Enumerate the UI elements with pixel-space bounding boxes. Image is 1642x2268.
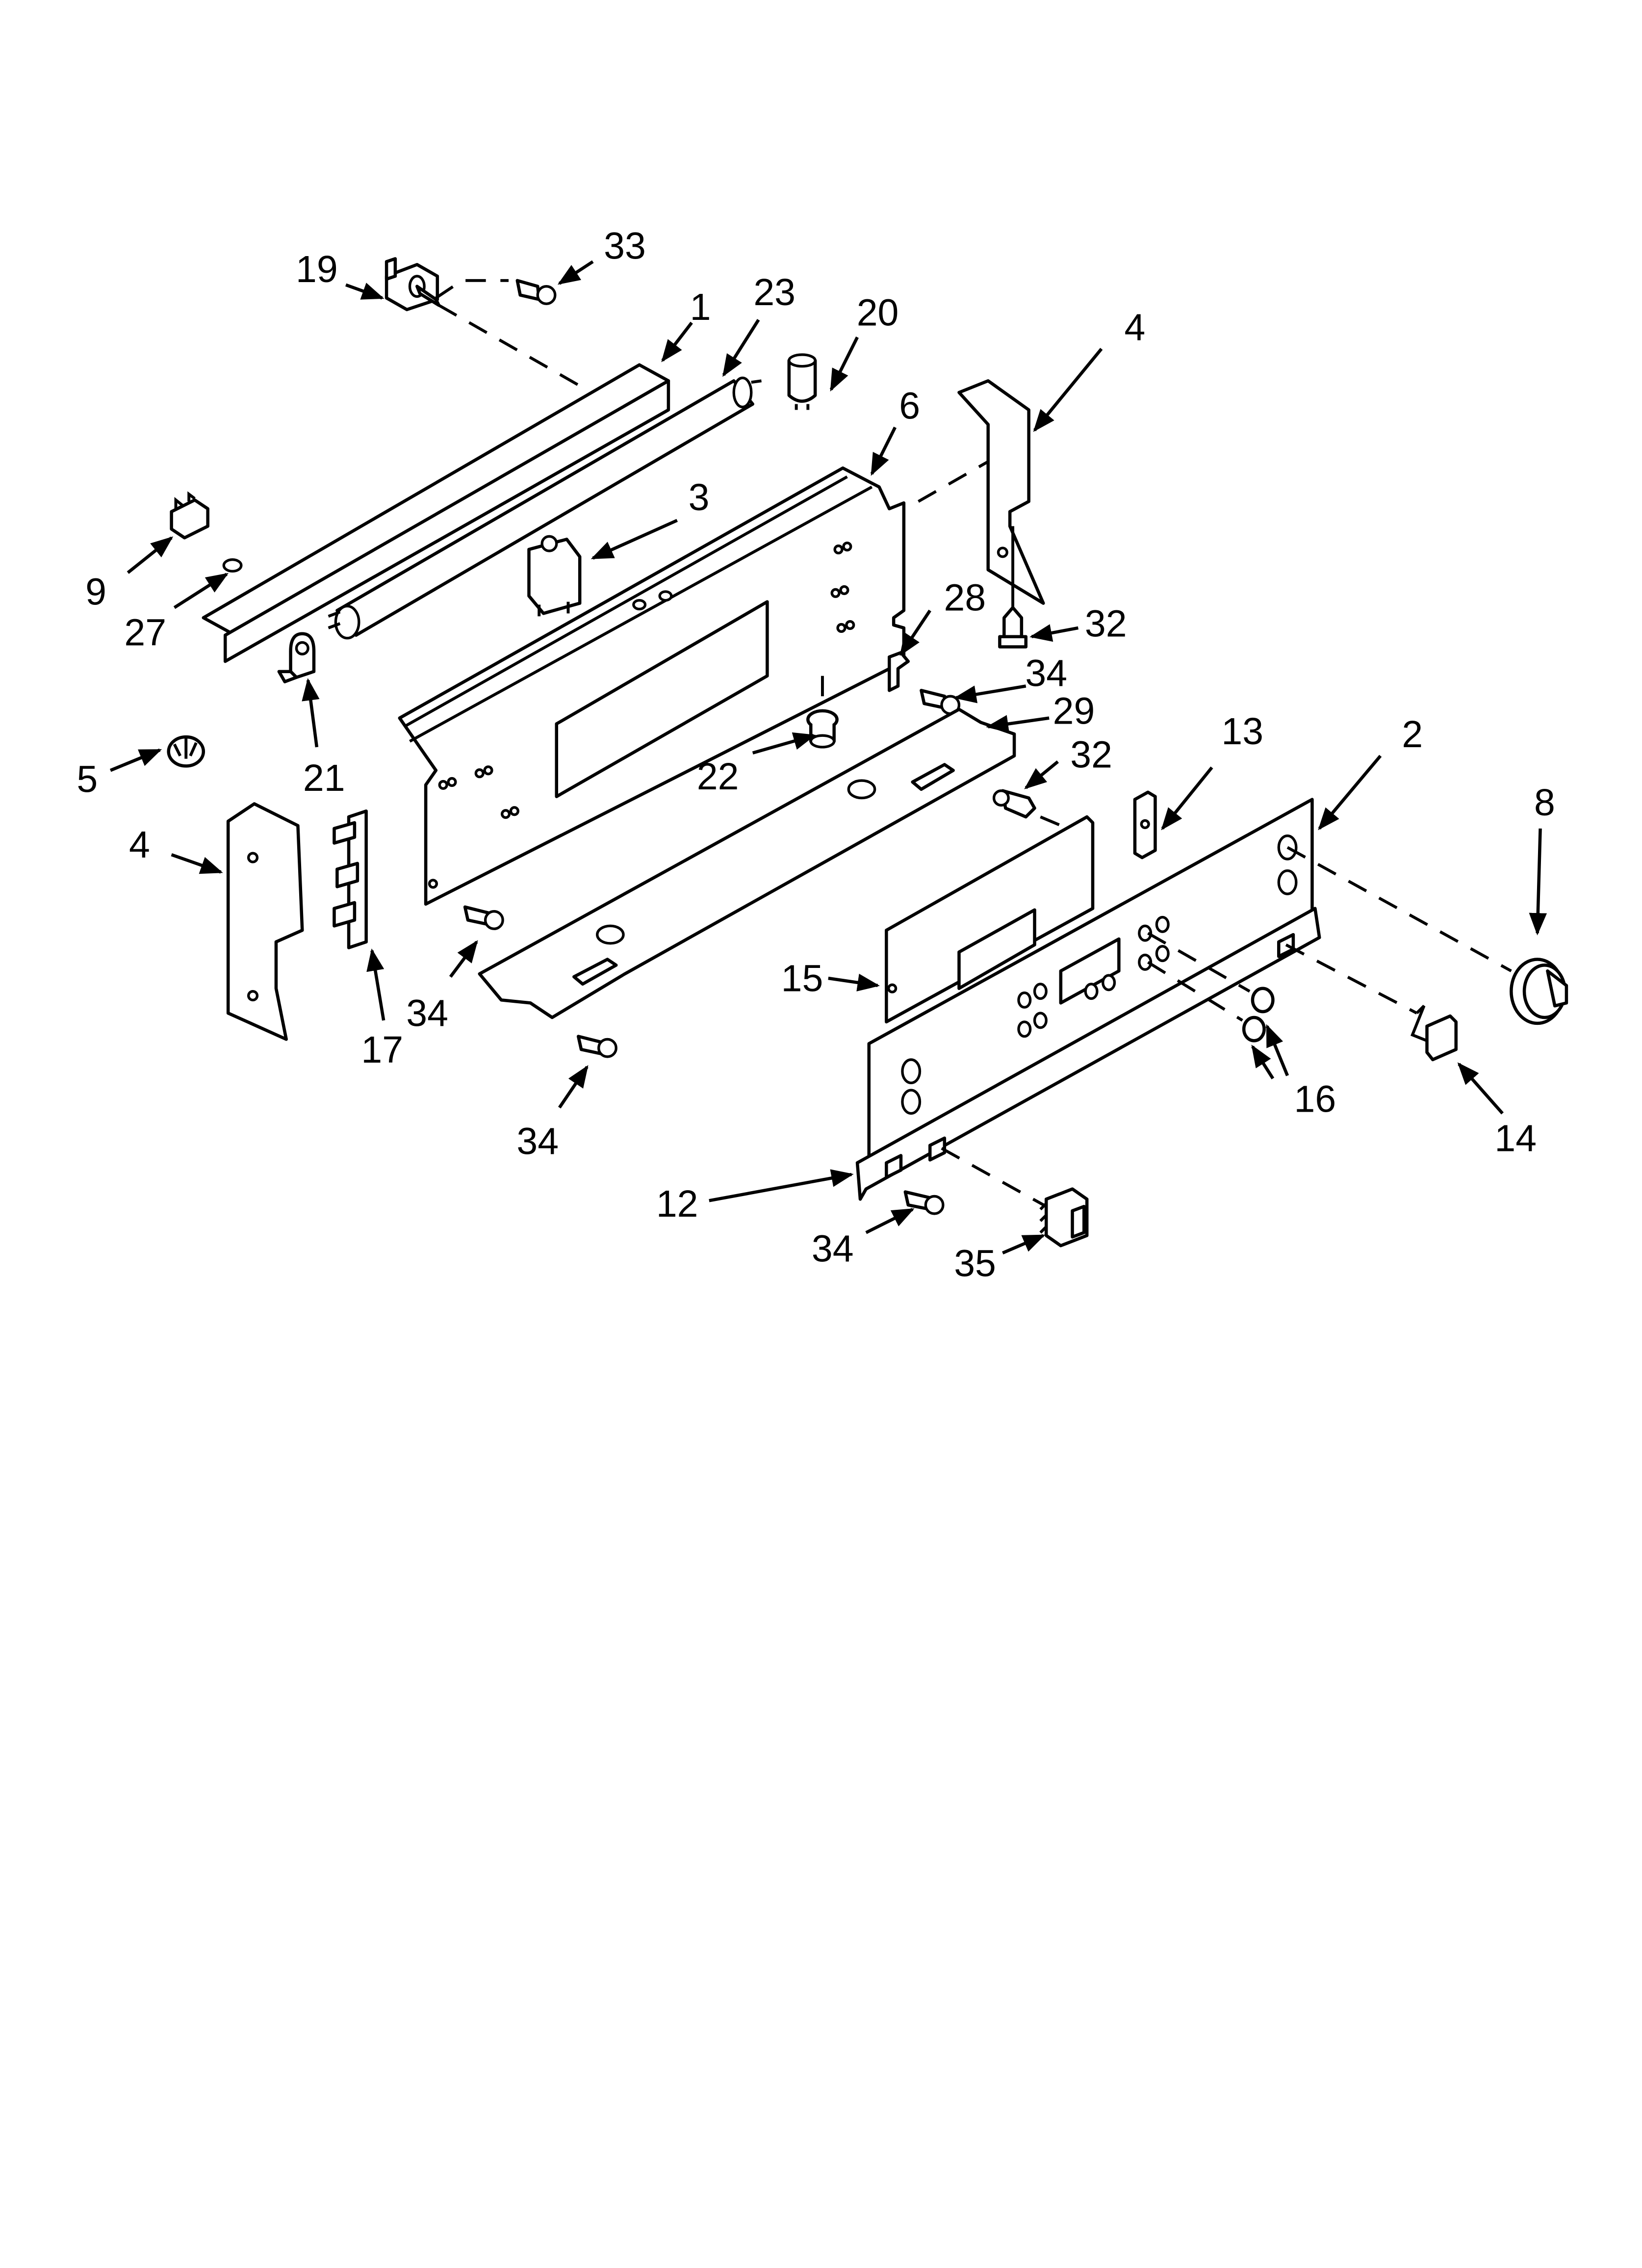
part-grommet-27 bbox=[222, 558, 243, 573]
callout-35: 35 bbox=[954, 1242, 996, 1284]
callout-13: 13 bbox=[1221, 710, 1263, 753]
callout-12: 12 bbox=[656, 1183, 698, 1225]
callout-4-right: 4 bbox=[1125, 306, 1146, 348]
part-lamp-clip-21 bbox=[277, 632, 316, 683]
part-screw-32-upper bbox=[998, 606, 1028, 649]
part-switch-19 bbox=[385, 257, 441, 312]
leader-35 bbox=[941, 1147, 1047, 1208]
callout-4-left: 4 bbox=[129, 824, 150, 866]
part-breaker-3 bbox=[527, 535, 582, 617]
callout-21: 21 bbox=[303, 757, 345, 799]
part-bracket-6 bbox=[398, 466, 906, 906]
callout-34-bottom: 34 bbox=[812, 1228, 854, 1270]
part-clip-28 bbox=[887, 651, 910, 692]
callout-labels: 19 33 1 23 20 6 4 3 9 27 28 32 34 21 22 … bbox=[77, 225, 1555, 1284]
callout-3: 3 bbox=[689, 476, 710, 519]
callout-34-lower: 34 bbox=[516, 1120, 559, 1162]
callout-22: 22 bbox=[697, 756, 739, 798]
leader-32-15 bbox=[1040, 815, 1069, 830]
part-lamp-holder-9 bbox=[170, 491, 209, 540]
control-panel-2-holes bbox=[1017, 915, 1170, 1038]
part-lamp-shield-1 bbox=[202, 363, 670, 663]
part-support-29 bbox=[478, 707, 1016, 1019]
part-screw-34-bottom bbox=[903, 1190, 945, 1215]
part-knob-8 bbox=[1510, 958, 1568, 1025]
part-screw-32-lower bbox=[992, 789, 1036, 819]
callout-32-lower: 32 bbox=[1070, 733, 1112, 776]
part-bracket-13 bbox=[1133, 790, 1157, 860]
part-tube-23 bbox=[328, 376, 762, 640]
callout-29: 29 bbox=[1053, 690, 1095, 732]
part-terminal-block-17 bbox=[333, 809, 368, 950]
part-screw-34-mid bbox=[920, 689, 961, 715]
callout-6: 6 bbox=[899, 385, 920, 427]
part-screw-33 bbox=[515, 279, 557, 305]
callout-5: 5 bbox=[77, 758, 98, 801]
part-control-panel-2 bbox=[867, 798, 1314, 1160]
callout-23: 23 bbox=[753, 271, 795, 313]
part-end-cap-left-4 bbox=[226, 802, 304, 1041]
callout-20: 20 bbox=[857, 292, 899, 334]
part-trim-12 bbox=[855, 907, 1321, 1201]
part-switch-14 bbox=[1411, 1005, 1458, 1062]
callout-8: 8 bbox=[1534, 782, 1555, 824]
callout-19: 19 bbox=[296, 248, 338, 290]
leader-6-4 bbox=[918, 453, 1001, 503]
part-indicator-22 bbox=[806, 709, 839, 749]
leader-19 bbox=[438, 304, 582, 388]
part-capacitor-20 bbox=[787, 353, 817, 410]
callout-33: 33 bbox=[604, 225, 646, 267]
callout-28: 28 bbox=[944, 576, 986, 619]
callout-17: 17 bbox=[361, 1029, 403, 1071]
part-screw-34-left bbox=[463, 905, 504, 930]
part-rocker-35 bbox=[1039, 1187, 1089, 1248]
leader-8 bbox=[1286, 846, 1512, 972]
part-lens-16 bbox=[1242, 987, 1275, 1043]
part-control-15 bbox=[885, 815, 1095, 1024]
leader-16a bbox=[1147, 932, 1251, 993]
leader-14 bbox=[1285, 943, 1418, 1015]
callout-14: 14 bbox=[1494, 1118, 1537, 1160]
callout-2: 2 bbox=[1402, 713, 1423, 756]
leader-33 bbox=[435, 279, 509, 299]
callout-16: 16 bbox=[1294, 1078, 1336, 1121]
callout-34-mid: 34 bbox=[1025, 652, 1067, 694]
part-screw-34-lower bbox=[576, 1035, 617, 1058]
callout-32-upper: 32 bbox=[1085, 603, 1127, 645]
part-end-cap-right-4 bbox=[957, 379, 1045, 605]
bracket-6-holes bbox=[428, 541, 855, 889]
callout-arrows bbox=[109, 260, 1547, 1254]
leader-16b bbox=[1147, 961, 1243, 1022]
callout-27: 27 bbox=[124, 611, 166, 653]
callout-9: 9 bbox=[85, 571, 106, 613]
callout-15: 15 bbox=[781, 958, 823, 1000]
callout-1: 1 bbox=[690, 286, 711, 328]
callout-34-left: 34 bbox=[406, 992, 448, 1035]
part-retainer-5 bbox=[167, 735, 205, 768]
